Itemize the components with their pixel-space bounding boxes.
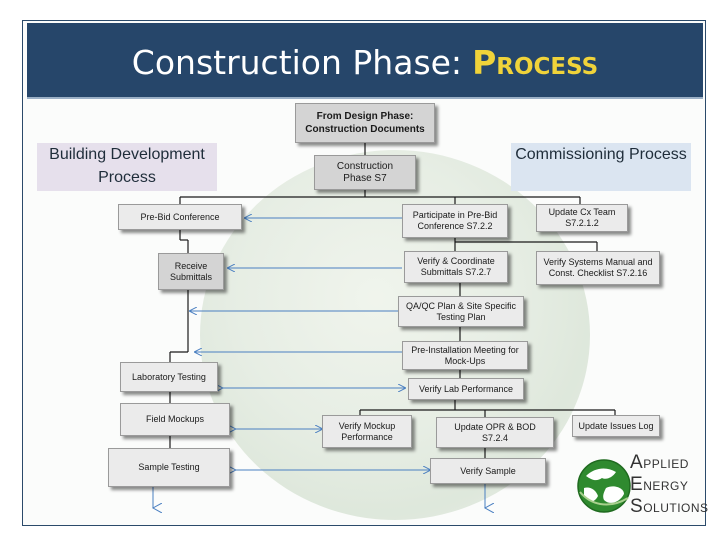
box-prebid-conference: Pre-Bid Conference: [118, 204, 242, 230]
box-field-mockups: Field Mockups: [120, 403, 230, 436]
applied-energy-solutions-logo: APPLIED ENERGY SOLUTIONS: [572, 452, 708, 522]
box-sample-testing: Sample Testing: [108, 448, 230, 487]
title-bar: Construction Phase:Process: [27, 23, 703, 97]
box-verify-submittals: Verify & Coordinate Submittals S7.2.7: [404, 251, 508, 283]
box-qaqc-plan: QA/QC Plan & Site Specific Testing Plan: [398, 296, 524, 327]
box-pre-installation-meeting: Pre-Installation Meeting for Mock-Ups: [402, 341, 528, 370]
box-receive-submittals: Receive Submittals: [158, 253, 224, 290]
logo-line-solutions: SOLUTIONS: [630, 496, 709, 517]
box-laboratory-testing: Laboratory Testing: [120, 362, 218, 392]
title-accent: Process: [472, 43, 599, 82]
tree-connectors: [169, 143, 616, 458]
box-update-opr-bod: Update OPR & BOD S7.2.4: [436, 417, 554, 448]
commissioning-label: Commissioning Process: [511, 143, 691, 191]
building-development-label: Building Development Process: [37, 143, 217, 191]
box-verify-lab-performance: Verify Lab Performance: [408, 378, 524, 400]
box-participate-prebid: Participate in Pre-Bid Conference S7.2.2: [402, 204, 508, 238]
cross-arrows: [153, 218, 485, 508]
logo-line-energy: ENERGY: [630, 474, 689, 495]
box-construction-phase: Construction Phase S7: [314, 155, 416, 190]
box-design-documents: From Design Phase: Construction Document…: [295, 103, 435, 143]
title-underline: [27, 97, 703, 99]
title-main: Construction Phase:: [131, 43, 463, 82]
box-update-cx-team: Update Cx Team S7.2.1.2: [536, 204, 628, 232]
slide-title: Construction Phase:Process: [27, 43, 703, 82]
box-update-issues-log: Update Issues Log: [572, 415, 660, 437]
box-verify-systems-manual: Verify Systems Manual and Const. Checkli…: [536, 251, 660, 285]
box-verify-sample: Verify Sample: [430, 458, 546, 484]
logo-line-applied: APPLIED: [630, 452, 689, 473]
globe-logo-icon: [577, 459, 631, 513]
box-verify-mockup: Verify Mockup Performance: [322, 415, 412, 448]
